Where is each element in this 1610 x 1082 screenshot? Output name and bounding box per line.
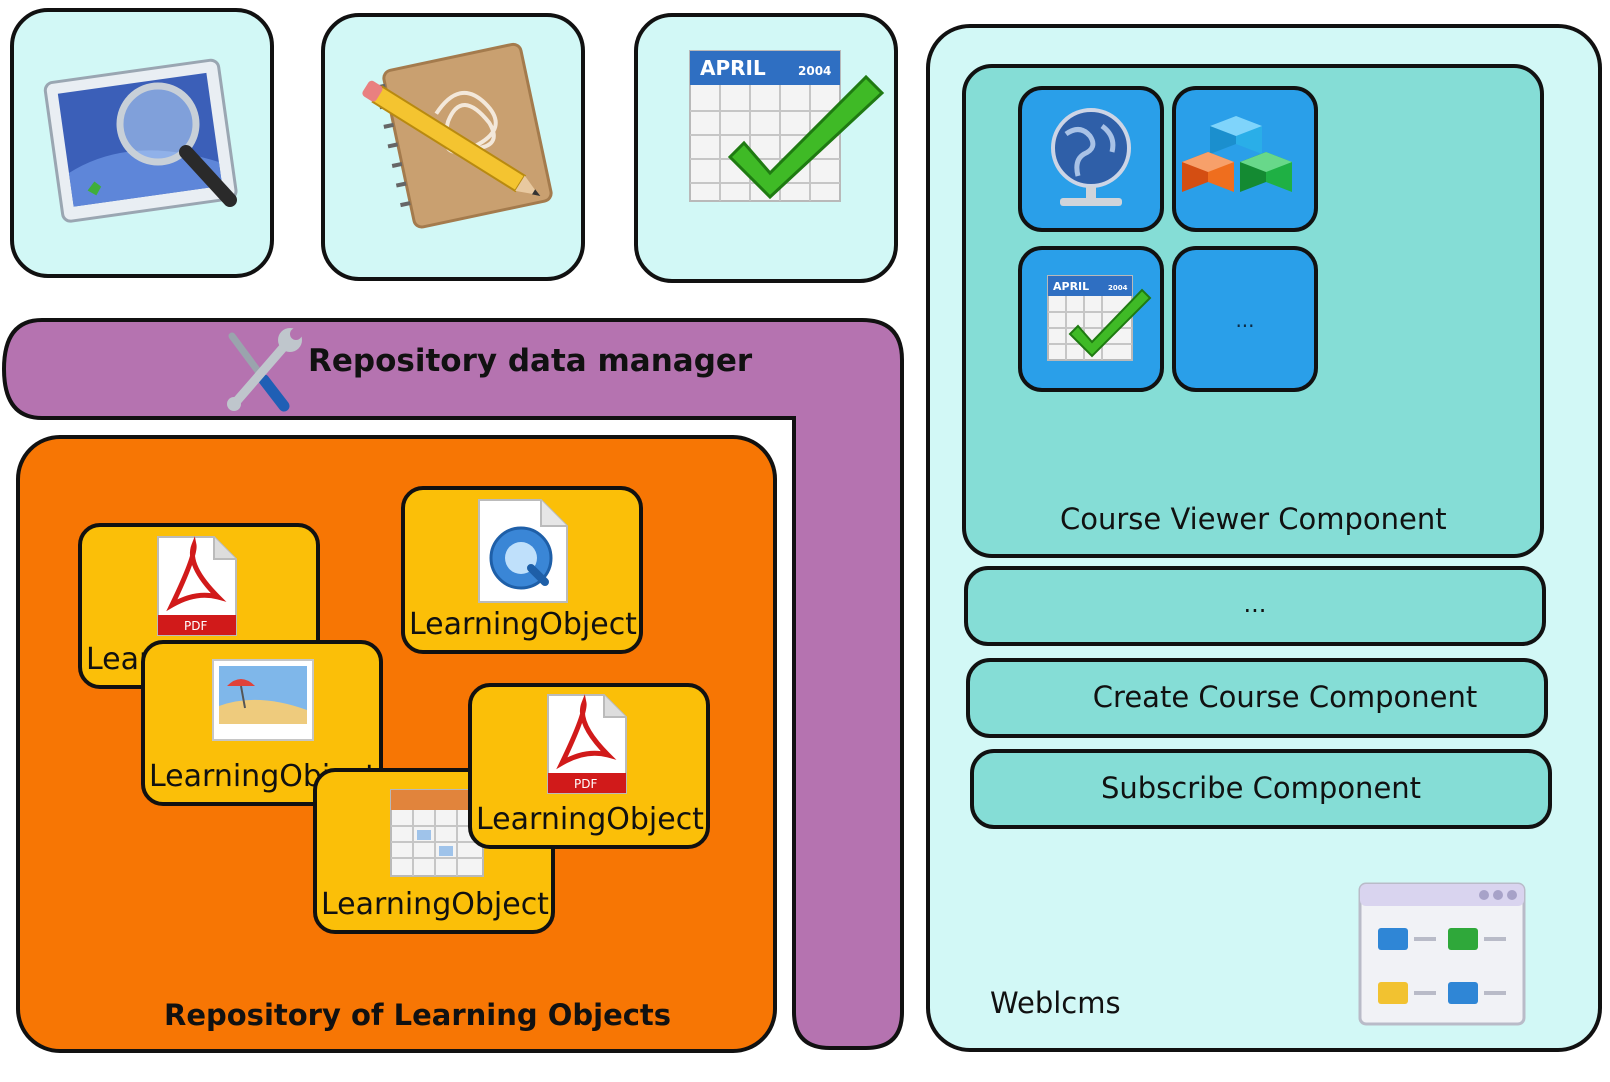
calendar-icon — [390, 789, 484, 877]
repository-data-manager-label: Repository data manager — [308, 343, 753, 379]
repository-label: Repository of Learning Objects — [164, 998, 672, 1032]
magnifier-screen-icon — [43, 58, 238, 223]
subscribe-component: Subscribe Component — [970, 749, 1552, 829]
pdf-icon: PDF — [547, 694, 627, 794]
tools-icon — [227, 328, 302, 412]
calendar-check-icon: APRIL 2004 — [1047, 275, 1152, 361]
calendar-month-text: APRIL — [1053, 280, 1089, 293]
learning-object-label: LearningObject — [476, 802, 704, 837]
globe-network-icon — [1051, 108, 1131, 206]
component-calendar: APRIL 2004 — [1018, 246, 1164, 392]
calendar-check-icon: APRIL 2004 — [689, 50, 885, 202]
component-globe — [1018, 86, 1164, 232]
calendar-month-text: APRIL — [700, 56, 766, 80]
cubes-icon — [1182, 116, 1292, 192]
create-course-component-label: Create Course Component — [1092, 680, 1478, 714]
quicktime-icon — [478, 499, 568, 603]
calendar-year-text: 2004 — [1108, 284, 1128, 292]
component-more-label: ... — [1235, 308, 1255, 332]
tool-tile-calendar: APRIL 2004 — [634, 13, 898, 283]
image-icon — [212, 659, 314, 741]
course-viewer-label: Course Viewer Component — [1060, 502, 1447, 536]
component-ellipsis: ... — [964, 566, 1546, 646]
pdf-icon: PDF — [157, 536, 237, 636]
tool-tile-search — [10, 8, 274, 278]
window-folders-icon — [1358, 882, 1526, 1026]
weblcms-label: Weblcms — [990, 986, 1121, 1020]
learning-object-label: LearningObject — [409, 607, 637, 642]
component-ellipsis-label: ... — [1243, 590, 1267, 618]
pdf-label: PDF — [184, 619, 207, 633]
calendar-year-text: 2004 — [798, 64, 831, 78]
subscribe-component-label: Subscribe Component — [1100, 771, 1422, 805]
component-more: ... — [1172, 246, 1318, 392]
component-cubes — [1172, 86, 1318, 232]
tool-tile-notebook — [321, 13, 585, 281]
notebook-pencil-icon — [362, 42, 553, 229]
learning-object-quicktime: LearningObject — [401, 486, 643, 654]
learning-object-label: LearningObject — [321, 887, 549, 922]
learning-object-pdf-2: PDF LearningObject — [468, 683, 710, 849]
pdf-label: PDF — [574, 777, 597, 791]
create-course-component: Create Course Component — [966, 658, 1548, 738]
learning-object-calendar: LearningObject — [313, 768, 555, 934]
